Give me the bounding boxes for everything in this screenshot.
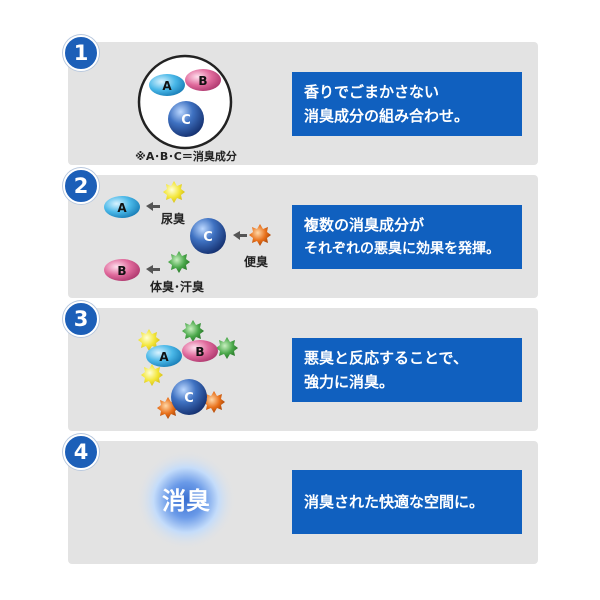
- molecule-a-label: A: [117, 201, 127, 215]
- odor-splat-icon: [141, 364, 163, 386]
- molecule-a-icon: [146, 345, 182, 367]
- step-text-3-line-2: 強力に消臭。: [304, 373, 395, 391]
- step-number-4: 4: [63, 434, 99, 470]
- arrow-left-icon: [146, 265, 160, 274]
- odor-splat-icon: [168, 251, 190, 273]
- odor-splat-icon: [216, 337, 238, 359]
- label-body-odor: 体臭･汗臭: [150, 280, 205, 294]
- molecule-c-icon: [190, 218, 226, 254]
- molecule-c-icon: [171, 379, 207, 415]
- molecule-a-icon: [104, 196, 140, 218]
- step-number-2: 2: [63, 168, 99, 204]
- step-text-4: 消臭された快適な空間に。: [292, 470, 522, 534]
- step-text-2-line-2: それぞれの悪臭に効果を発揮。: [304, 241, 500, 257]
- step-number-3: 3: [63, 301, 99, 337]
- odor-splat-icon: [182, 320, 204, 342]
- step-text-3: 悪臭と反応することで、 強力に消臭。: [292, 338, 522, 402]
- molecule-b-label: B: [117, 264, 126, 278]
- step-text-2: 複数の消臭成分が それぞれの悪臭に効果を発揮。: [292, 205, 522, 269]
- molecule-a-icon: [149, 74, 185, 96]
- molecule-c-label: C: [184, 391, 194, 406]
- molecule-a-label: A: [159, 350, 169, 364]
- arrow-left-icon: [233, 231, 247, 240]
- component-note: ※A･B･C＝消臭成分: [135, 149, 237, 163]
- step-text-2-line-1: 複数の消臭成分が: [304, 216, 425, 234]
- molecule-b-label: B: [195, 345, 204, 359]
- molecule-c-label: C: [181, 113, 191, 128]
- molecule-c-icon: [168, 101, 204, 137]
- molecule-b-label: B: [198, 74, 207, 88]
- molecule-b-icon: [104, 259, 140, 281]
- label-feces-odor: 便臭: [244, 255, 269, 269]
- molecule-c-label: C: [203, 230, 213, 245]
- label-urine-odor: 尿臭: [161, 212, 186, 226]
- molecule-b-icon: [185, 69, 221, 91]
- step-text-4-line-1: 消臭された快適な空間に。: [304, 493, 485, 511]
- step-text-3-line-1: 悪臭と反応することで、: [304, 349, 468, 367]
- odor-splat-icon: [249, 224, 271, 246]
- molecule-b-icon: [182, 340, 218, 362]
- glow-sphere-icon: [136, 450, 236, 550]
- odor-splat-icon: [163, 181, 185, 203]
- molecule-a-label: A: [162, 79, 172, 93]
- step-number-1: 1: [63, 35, 99, 71]
- step-text-1-line-2: 消臭成分の組み合わせ。: [304, 107, 470, 125]
- arrow-left-icon: [146, 202, 160, 211]
- glow-text: 消臭: [162, 487, 210, 515]
- step-text-1: 香りでごまかさない 消臭成分の組み合わせ。: [292, 72, 522, 136]
- step-text-1-line-1: 香りでごまかさない: [304, 83, 440, 101]
